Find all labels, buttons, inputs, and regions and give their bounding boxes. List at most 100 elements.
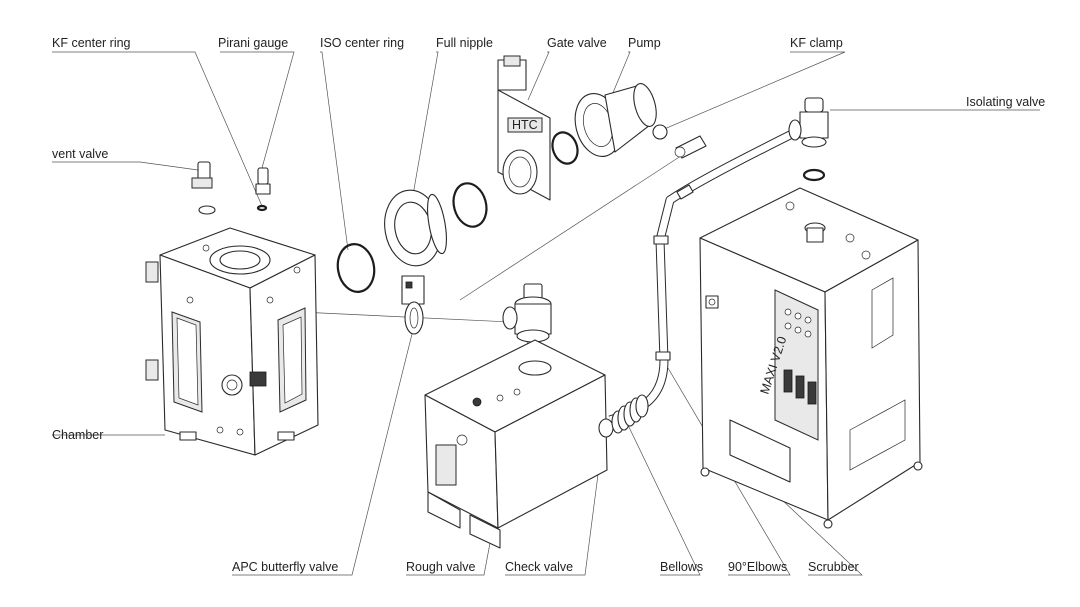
chamber-top-port-inner bbox=[219, 250, 261, 270]
label-check-valve: Check valve bbox=[505, 560, 573, 574]
pipe-clamp-3 bbox=[655, 351, 671, 361]
rough-pump-bolt-1 bbox=[496, 394, 504, 402]
scrubber-caster-2 bbox=[823, 519, 833, 529]
isolating-valve-body bbox=[799, 111, 829, 139]
leader-pirani-gauge bbox=[220, 51, 295, 169]
chamber-foot-1 bbox=[179, 431, 197, 441]
leader-pump bbox=[611, 51, 631, 96]
iso-ring-3 bbox=[551, 131, 579, 165]
chamber-left-window-glass bbox=[176, 317, 199, 406]
scrubber-side-window-2 bbox=[849, 399, 906, 471]
check-valve-part bbox=[598, 418, 614, 438]
iso-ring-2 bbox=[452, 182, 488, 228]
rough-pump-connector-panel bbox=[435, 444, 457, 486]
scrubber-caster-3 bbox=[913, 461, 923, 471]
isolating-valve-ring bbox=[802, 168, 826, 182]
chamber bbox=[145, 227, 319, 456]
rough-valve-inlet bbox=[502, 306, 518, 330]
kf-clamp-part bbox=[652, 124, 707, 159]
callout-labels: KF center ring Pirani gauge ISO center r… bbox=[52, 36, 1045, 574]
kf-clamp-ring bbox=[652, 124, 668, 140]
chamber-right-window-glass bbox=[282, 316, 303, 404]
rough-pump-foot-left bbox=[427, 491, 461, 529]
kf-center-ring-part bbox=[256, 204, 268, 212]
pirani-gauge-flange bbox=[255, 183, 271, 195]
label-gate-valve: Gate valve bbox=[547, 36, 607, 50]
pirani-gauge-part bbox=[255, 167, 271, 212]
leader-vent-valve bbox=[52, 161, 199, 171]
rough-valve-bottom bbox=[516, 329, 550, 343]
label-apc-butterfly-valve: APC butterfly valve bbox=[232, 560, 338, 574]
leader-kf-clamp bbox=[661, 51, 846, 131]
scrubber-display-1 bbox=[783, 369, 793, 393]
bellows-part bbox=[611, 394, 649, 434]
label-rough-valve: Rough valve bbox=[406, 560, 476, 574]
scrubber-buttons bbox=[784, 308, 812, 338]
label-bellows: Bellows bbox=[660, 560, 703, 574]
label-kf-center-ring: KF center ring bbox=[52, 36, 131, 50]
vent-valve-part bbox=[191, 161, 216, 215]
scrubber-side-window-1 bbox=[871, 277, 894, 349]
rough-pump-inlet bbox=[518, 360, 552, 376]
chamber-hinge-1 bbox=[145, 261, 159, 283]
vent-valve-port bbox=[191, 177, 213, 189]
gate-valve-plate bbox=[507, 117, 543, 133]
gate-valve-port-inner bbox=[508, 156, 532, 188]
leader-gate-valve bbox=[527, 51, 550, 101]
chamber-bolts bbox=[186, 244, 301, 436]
rough-pump-right-face bbox=[494, 374, 608, 529]
iso-center-ring-part bbox=[336, 243, 376, 293]
gate-valve-actuator-top bbox=[503, 55, 521, 67]
chamber-foot-2 bbox=[277, 431, 295, 441]
full-nipple-part bbox=[384, 189, 447, 267]
rough-pump-port-dark bbox=[472, 397, 482, 407]
rough-pump-gauge bbox=[456, 434, 468, 446]
scrubber-display-2 bbox=[795, 375, 805, 399]
label-90-elbows: 90°Elbows bbox=[728, 560, 787, 574]
pirani-gauge-body bbox=[257, 167, 269, 185]
gate-valve-part: HTC bbox=[497, 55, 551, 201]
label-vent-valve: vent valve bbox=[52, 147, 108, 161]
isolating-valve-bottom-port bbox=[801, 136, 827, 148]
leader-bellows bbox=[627, 424, 701, 576]
label-chamber: Chamber bbox=[52, 428, 103, 442]
leader-kf-center-ring bbox=[52, 51, 263, 207]
vent-valve-seal bbox=[198, 205, 216, 215]
leader-full-nipple bbox=[412, 51, 439, 196]
chamber-valve-block bbox=[249, 371, 267, 387]
label-pump: Pump bbox=[628, 36, 661, 50]
pump-part bbox=[574, 83, 657, 157]
gate-valve-mark: HTC bbox=[512, 118, 538, 132]
isolating-valve-handle bbox=[804, 97, 824, 113]
label-pirani-gauge: Pirani gauge bbox=[218, 36, 288, 50]
pipe-clamp-1 bbox=[676, 184, 694, 200]
apc-butterfly-valve-part bbox=[401, 275, 425, 335]
scrubber-top-flange bbox=[806, 227, 824, 243]
label-full-nipple: Full nipple bbox=[436, 36, 493, 50]
isolating-valve-side-port bbox=[788, 119, 802, 141]
scrubber-front-window bbox=[729, 419, 791, 483]
leader-check-valve bbox=[505, 427, 605, 576]
chamber-hinge-2 bbox=[145, 359, 159, 381]
leader-iso-center-ring bbox=[320, 51, 349, 251]
leader-scrubber bbox=[779, 497, 863, 576]
scrubber-control-panel bbox=[774, 289, 819, 441]
kf-clamp-knob bbox=[674, 146, 686, 158]
label-scrubber: Scrubber bbox=[808, 560, 859, 574]
rough-pump-bolt-2 bbox=[513, 388, 521, 396]
chamber-side-port-inner bbox=[226, 379, 238, 391]
apc-actuator bbox=[401, 275, 425, 305]
scrubber-part: MAXI V2.0 bbox=[699, 187, 923, 529]
scrubber-caster-1 bbox=[700, 467, 710, 477]
isolating-valve-part bbox=[788, 97, 829, 182]
full-nipple-rear bbox=[427, 193, 447, 255]
leader-apc-butterfly-valve bbox=[232, 329, 414, 576]
pump-rear bbox=[633, 83, 657, 127]
rough-pump-assembly bbox=[424, 283, 614, 549]
alignment-line-clamp bbox=[459, 149, 691, 301]
label-isolating-valve: Isolating valve bbox=[966, 95, 1045, 109]
label-kf-clamp: KF clamp bbox=[790, 36, 843, 50]
apc-butterfly-inner bbox=[409, 307, 419, 329]
rough-valve-body bbox=[514, 303, 552, 335]
